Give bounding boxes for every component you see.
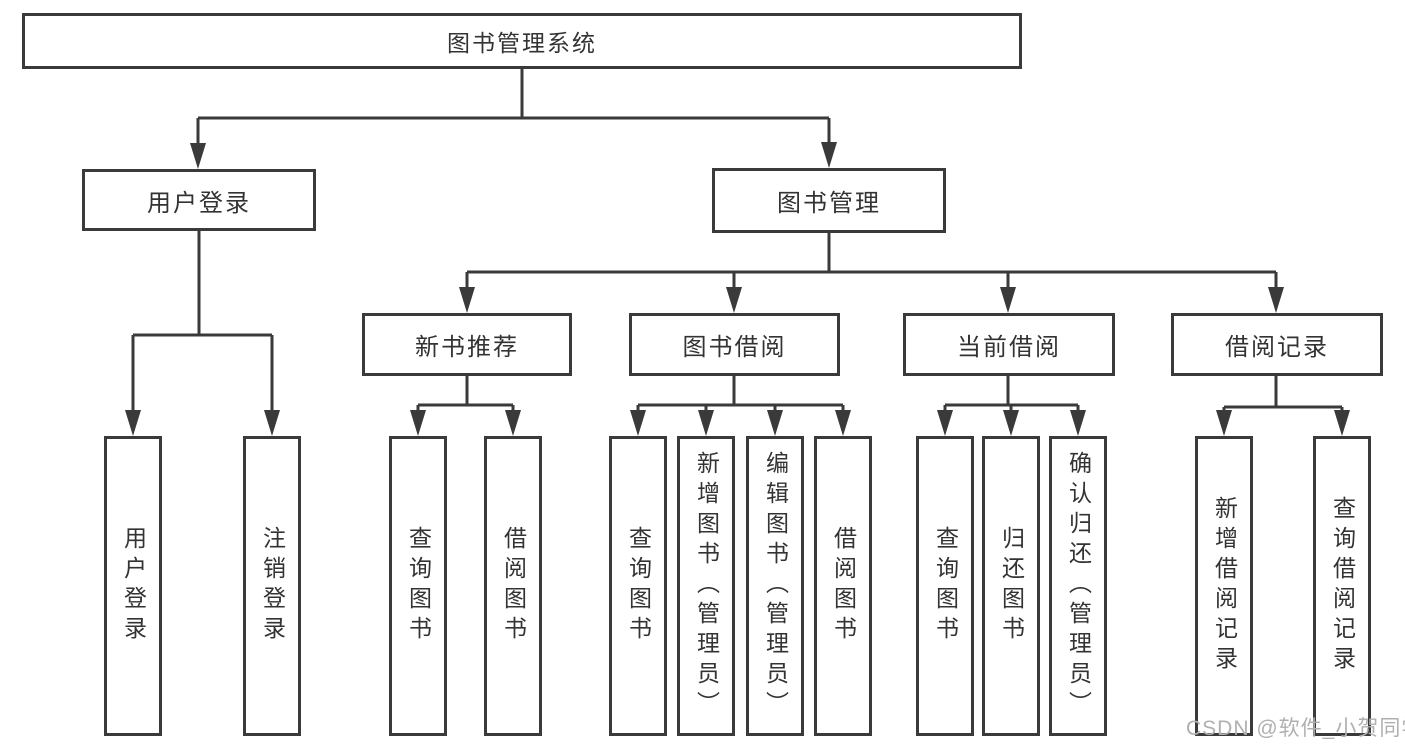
node-book-management: 图书管理 — [712, 168, 946, 233]
node-label: 用户登录 — [120, 526, 147, 646]
node-label: 新书推荐 — [415, 334, 519, 361]
node-borrowing-records: 借阅记录 — [1171, 313, 1383, 376]
leaf-borrow-books: 借阅图书 — [814, 436, 872, 736]
leaf-user-login: 用户登录 — [104, 436, 162, 736]
node-label: 新增图书（管理员） — [693, 451, 720, 721]
node-label: 图书管理 — [777, 190, 881, 217]
leaf-add-books-admin: 新增图书（管理员） — [677, 436, 735, 736]
leaf-query-borrow-record: 查询借阅记录 — [1313, 436, 1371, 736]
node-label: 编辑图书（管理员） — [762, 451, 789, 721]
leaf-edit-books-admin: 编辑图书（管理员） — [746, 436, 804, 736]
node-label: 图书借阅 — [682, 334, 787, 361]
leaf-query-books-recommend: 查询图书 — [389, 436, 447, 736]
arrowheads — [125, 142, 1350, 436]
node-label: 用户登录 — [147, 189, 251, 217]
node-current-borrowing: 当前借阅 — [903, 313, 1115, 376]
leaf-borrow-books-recommend: 借阅图书 — [484, 436, 542, 736]
leaf-logout: 注销登录 — [243, 436, 301, 736]
node-book-borrowing: 图书借阅 — [629, 313, 840, 376]
node-new-book-recommendation: 新书推荐 — [362, 313, 572, 376]
node-label: 确认归还（管理员） — [1065, 451, 1092, 721]
node-label: 借阅图书 — [500, 526, 527, 646]
leaf-return-books: 归还图书 — [982, 436, 1040, 736]
node-label: 注销登录 — [259, 526, 286, 646]
csdn-watermark: CSDN @软件_小贺同学 — [1186, 717, 1405, 740]
node-label: 借阅记录 — [1225, 334, 1329, 361]
node-label: 新增借阅记录 — [1211, 496, 1238, 676]
node-label: 图书管理系统 — [447, 30, 597, 56]
node-library-management-system: 图书管理系统 — [22, 13, 1022, 69]
leaf-add-borrow-record: 新增借阅记录 — [1195, 436, 1253, 736]
node-label: 查询借阅记录 — [1329, 496, 1356, 676]
node-label: 归还图书 — [998, 526, 1025, 646]
leaf-confirm-return-admin: 确认归还（管理员） — [1049, 436, 1107, 736]
leaf-query-books-current: 查询图书 — [916, 436, 974, 736]
node-label: 借阅图书 — [830, 526, 857, 646]
node-label: 查询图书 — [405, 526, 432, 646]
leaf-query-books-borrowing: 查询图书 — [609, 436, 667, 736]
node-label: 查询图书 — [625, 526, 652, 646]
node-label: 当前借阅 — [957, 334, 1061, 361]
node-label: 查询图书 — [932, 526, 959, 646]
node-user-login: 用户登录 — [82, 169, 316, 231]
